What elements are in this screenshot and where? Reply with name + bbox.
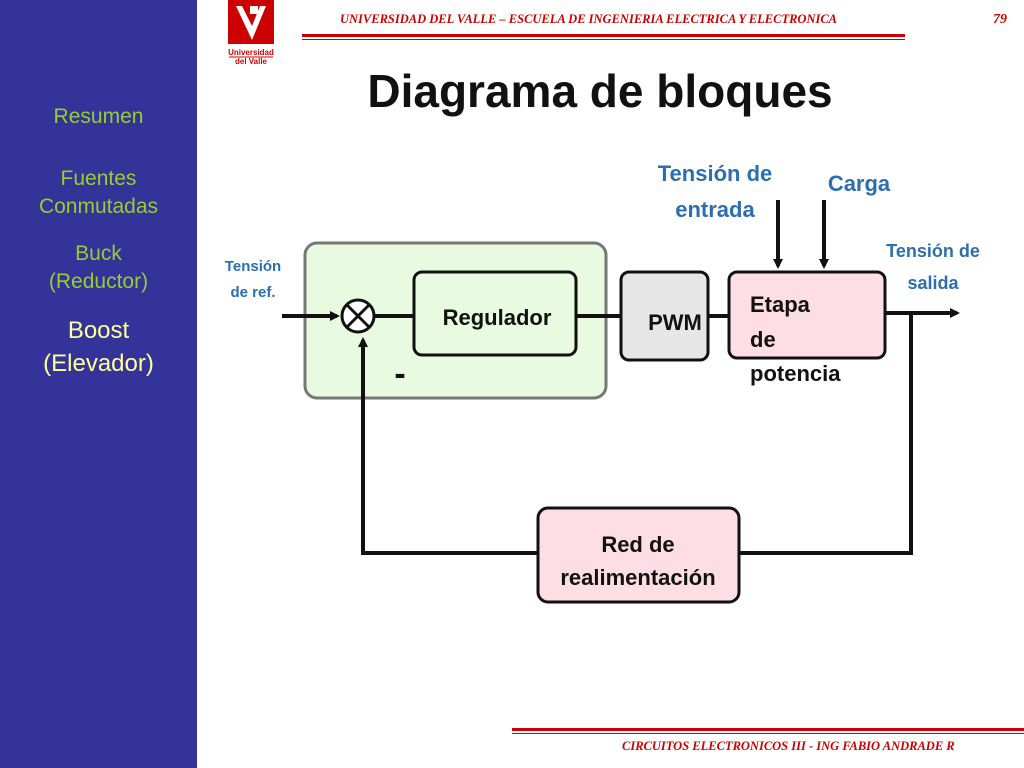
red-label-line1: Red de	[601, 532, 674, 557]
footer-text: CIRCUITOS ELECTRONICOS III - ING FABIO A…	[622, 739, 955, 753]
sidebar-item-fuentes-conmutadas[interactable]: Fuentes Conmutadas	[0, 165, 197, 221]
university-header: UNIVERSIDAD DEL VALLE – ESCUELA DE INGEN…	[340, 12, 838, 26]
regulador-block	[412, 270, 578, 357]
carga-label: Carga	[828, 171, 891, 196]
header-rule	[302, 34, 905, 37]
red-label-line2: realimentación	[560, 565, 715, 590]
university-logo: Universidad del Valle	[228, 0, 274, 66]
ref-label-line1: Tensión	[225, 258, 281, 275]
entrada-label-line2: entrada	[675, 197, 755, 222]
footer-rule-thin	[512, 733, 1024, 734]
logo-text-2: del Valle	[235, 57, 268, 66]
salida-label-line1: Tensión de	[886, 241, 980, 261]
page-number: 79	[993, 12, 1007, 27]
sidebar-item-boost[interactable]: Boost (Elevador)	[0, 314, 197, 380]
salida-label-line2: salida	[907, 273, 959, 293]
sidebar-item-label: Boost	[67, 317, 130, 344]
logo-v-mark	[236, 6, 266, 40]
feedback-line-right	[739, 313, 913, 555]
feedback-line-left	[358, 337, 538, 555]
pwm-label: PWM	[648, 310, 702, 335]
etapa-label-line3: potencia	[750, 361, 841, 386]
ref-label-line2: de ref.	[230, 284, 275, 301]
sidebar-item-label: Conmutadas	[38, 195, 159, 218]
regulador-label: Regulador	[443, 305, 552, 330]
etapa-label-line2: de	[750, 327, 776, 352]
page-title: Diagrama de bloques	[367, 65, 833, 117]
sidebar-item-label: Fuentes	[60, 167, 137, 190]
sidebar-item-label: (Elevador)	[43, 350, 154, 377]
sidebar-item-label: Resumen	[53, 105, 144, 128]
sidebar: Resumen Fuentes Conmutadas Buck (Reducto…	[0, 0, 197, 768]
sidebar-item-resumen[interactable]: Resumen	[0, 103, 197, 131]
minus-sign: -	[394, 355, 405, 393]
sidebar-item-label: (Reductor)	[48, 270, 149, 293]
logo-square	[250, 6, 258, 14]
etapa-label-line1: Etapa	[750, 292, 811, 317]
logo-text-1: Universidad	[228, 48, 274, 57]
footer-rule	[512, 728, 1024, 731]
sidebar-item-label: Buck	[75, 242, 122, 265]
entrada-label-line1: Tensión de	[658, 161, 773, 186]
summing-cross-2	[345, 303, 371, 329]
sidebar-item-buck[interactable]: Buck (Reductor)	[0, 240, 197, 296]
header-rule-thin	[302, 39, 905, 40]
